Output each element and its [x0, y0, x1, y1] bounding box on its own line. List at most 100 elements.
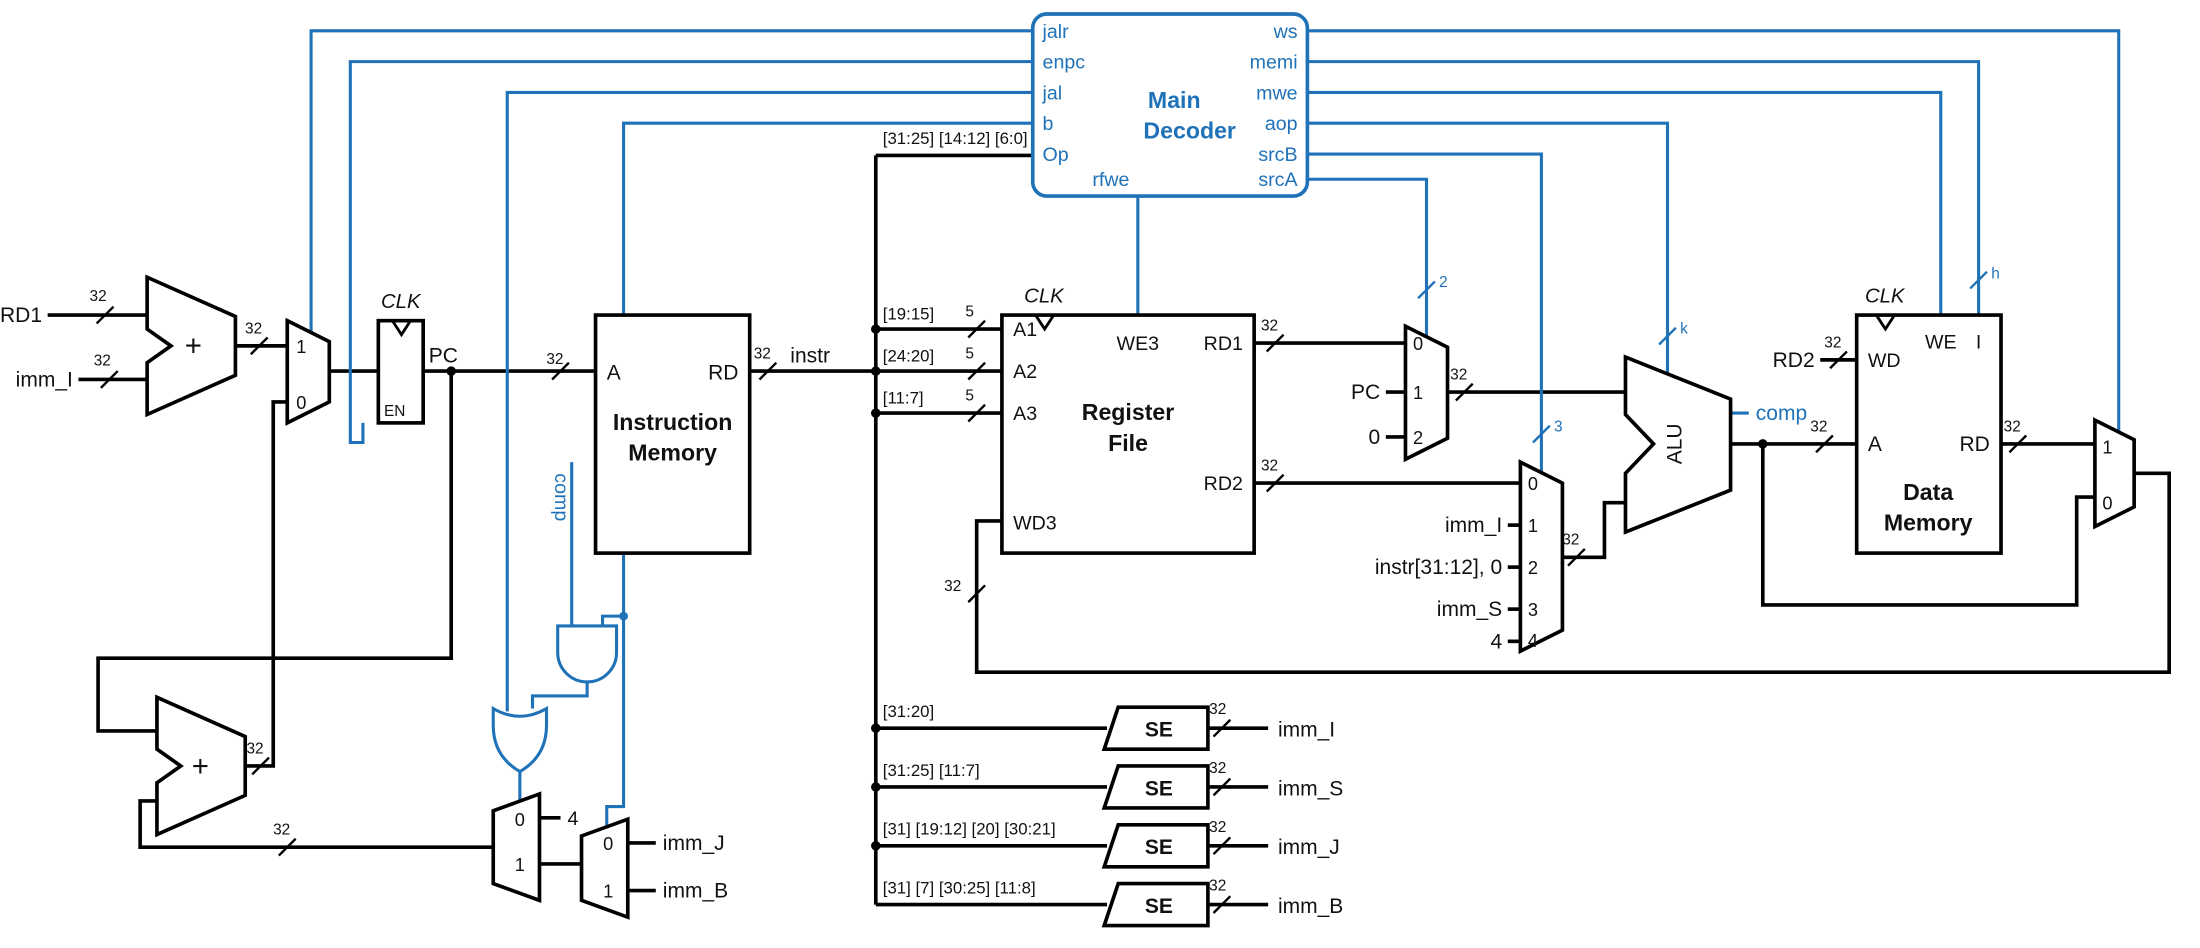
width-32: 32 — [546, 351, 563, 368]
slash — [967, 584, 986, 603]
se-imm-j — [1101, 822, 1210, 869]
comp-label: comp — [550, 473, 572, 521]
junction — [871, 782, 881, 792]
control-ws — [1303, 29, 2121, 432]
wire-adder2-to-jalrmux — [245, 400, 288, 768]
adder-pc-next — [155, 694, 248, 838]
width-32: 32 — [94, 352, 111, 369]
alu-comp-label: comp — [1756, 402, 1807, 425]
dmem-clock-wedge-icon — [1875, 314, 1896, 332]
label-rd1-input: RD1 — [0, 304, 42, 327]
imem-a-label: A — [607, 361, 621, 384]
decoder-pin-rfwe: rfwe — [1092, 169, 1129, 191]
imem-rd-label: RD — [708, 361, 738, 384]
branch-imm-mux — [579, 816, 630, 920]
width-32: 32 — [1261, 458, 1278, 475]
se1-bits-label: [31:20] — [883, 702, 934, 721]
junction-dots — [446, 324, 1768, 851]
se3-out-label: imm_J — [1278, 836, 1340, 859]
dmem-clk-label: CLK — [1865, 285, 1906, 307]
regfile-a2-label: A2 — [1013, 361, 1037, 383]
decoder-pin-srca: srcA — [1258, 169, 1298, 191]
a3-bits-label: [11:7] — [883, 388, 924, 407]
width-3: 3 — [1554, 418, 1563, 435]
se-imm-s — [1101, 764, 1210, 810]
width-h: h — [1991, 266, 2000, 283]
srca-pc-stub-label: PC — [1351, 381, 1380, 404]
se1-label: SE — [1145, 719, 1173, 742]
instruction-memory — [593, 313, 752, 555]
wire-result-to-wd3 — [974, 471, 2171, 674]
width-2: 2 — [1439, 274, 1448, 291]
width-32: 32 — [754, 345, 771, 362]
a1-bits-label: [19:15] — [883, 304, 934, 323]
decoder-pin-ws: ws — [1273, 21, 1298, 43]
const-four-label: 4 — [568, 808, 579, 830]
immb-stub-label: imm_B — [663, 880, 728, 903]
junction — [871, 841, 881, 851]
slash — [1265, 473, 1285, 493]
slash-control — [1969, 270, 1988, 290]
slash — [758, 361, 778, 381]
junction — [446, 366, 456, 376]
width-32: 32 — [1450, 366, 1467, 383]
op-bits-label: [31:25] [14:12] [6:0] — [883, 129, 1028, 148]
jalr-mux-in1: 1 — [296, 337, 306, 357]
slash — [251, 756, 270, 776]
slash — [1455, 382, 1474, 402]
slash — [1567, 548, 1586, 567]
slash — [967, 403, 986, 423]
decoder-title-1: Main — [1148, 87, 1201, 113]
regfile-rd2-label: RD2 — [1204, 473, 1243, 495]
slash — [278, 837, 297, 857]
srcb-instrslice-label: instr[31:12], 0 — [1375, 556, 1502, 579]
regfile-clock-wedge-icon — [1034, 314, 1055, 332]
result-mux-in1: 1 — [2102, 438, 2112, 458]
pc-register — [376, 318, 426, 425]
dmem-wd-label: WD — [1868, 350, 1901, 372]
se-imm-b — [1101, 881, 1210, 928]
dmem-title-1: Data — [1903, 479, 1953, 505]
slash — [1212, 777, 1232, 797]
wire-muxpc-to-adder2 — [138, 799, 494, 849]
srcb-mux-in2: 2 — [1528, 558, 1538, 578]
control-jal — [505, 90, 1033, 712]
srcb-mux-in4: 4 — [1528, 631, 1538, 651]
regfile-title-2: File — [1108, 430, 1148, 456]
se2-out-label: imm_S — [1278, 777, 1343, 800]
se2-label: SE — [1145, 777, 1173, 800]
control-memi — [1303, 60, 1981, 316]
decoder-pin-jal: jal — [1042, 82, 1063, 104]
se4-out-label: imm_B — [1278, 895, 1343, 918]
width-32: 32 — [1209, 819, 1226, 836]
srca-mux — [1403, 323, 1450, 463]
slash-control — [1532, 424, 1551, 444]
width-32: 32 — [1209, 760, 1226, 777]
se3-label: SE — [1145, 836, 1173, 859]
pc-en-label: EN — [384, 403, 405, 420]
srcb-immi-label: imm_I — [1445, 514, 1502, 537]
slash-control — [1417, 280, 1436, 300]
main-decoder — [1030, 12, 1310, 198]
control-jalr — [309, 29, 1033, 332]
register-file — [1000, 313, 1256, 555]
pc-clk-label: CLK — [381, 291, 422, 313]
decoder-pin-mwe: mwe — [1256, 82, 1298, 104]
imem-title-1: Instruction — [613, 409, 732, 435]
width-32: 32 — [1562, 532, 1579, 549]
decoder-pin-aop: aop — [1265, 113, 1298, 135]
regfile-clk-label: CLK — [1024, 285, 1065, 307]
slash — [2008, 434, 2028, 454]
slash — [95, 305, 115, 325]
jalr-mux-in0: 0 — [296, 393, 306, 413]
and-gate-icon — [556, 624, 619, 684]
srcb-mux-in0: 0 — [1528, 474, 1538, 494]
slash — [249, 336, 269, 356]
wire-alu-bypass — [1760, 443, 2095, 607]
pc-out-label: PC — [429, 345, 458, 368]
slash — [551, 361, 570, 381]
srcb-mux-in1: 1 — [1528, 516, 1538, 536]
pc-clock-wedge-icon — [391, 319, 412, 338]
width-32: 32 — [1810, 418, 1827, 435]
bitwidth-slashes — [95, 270, 2028, 914]
